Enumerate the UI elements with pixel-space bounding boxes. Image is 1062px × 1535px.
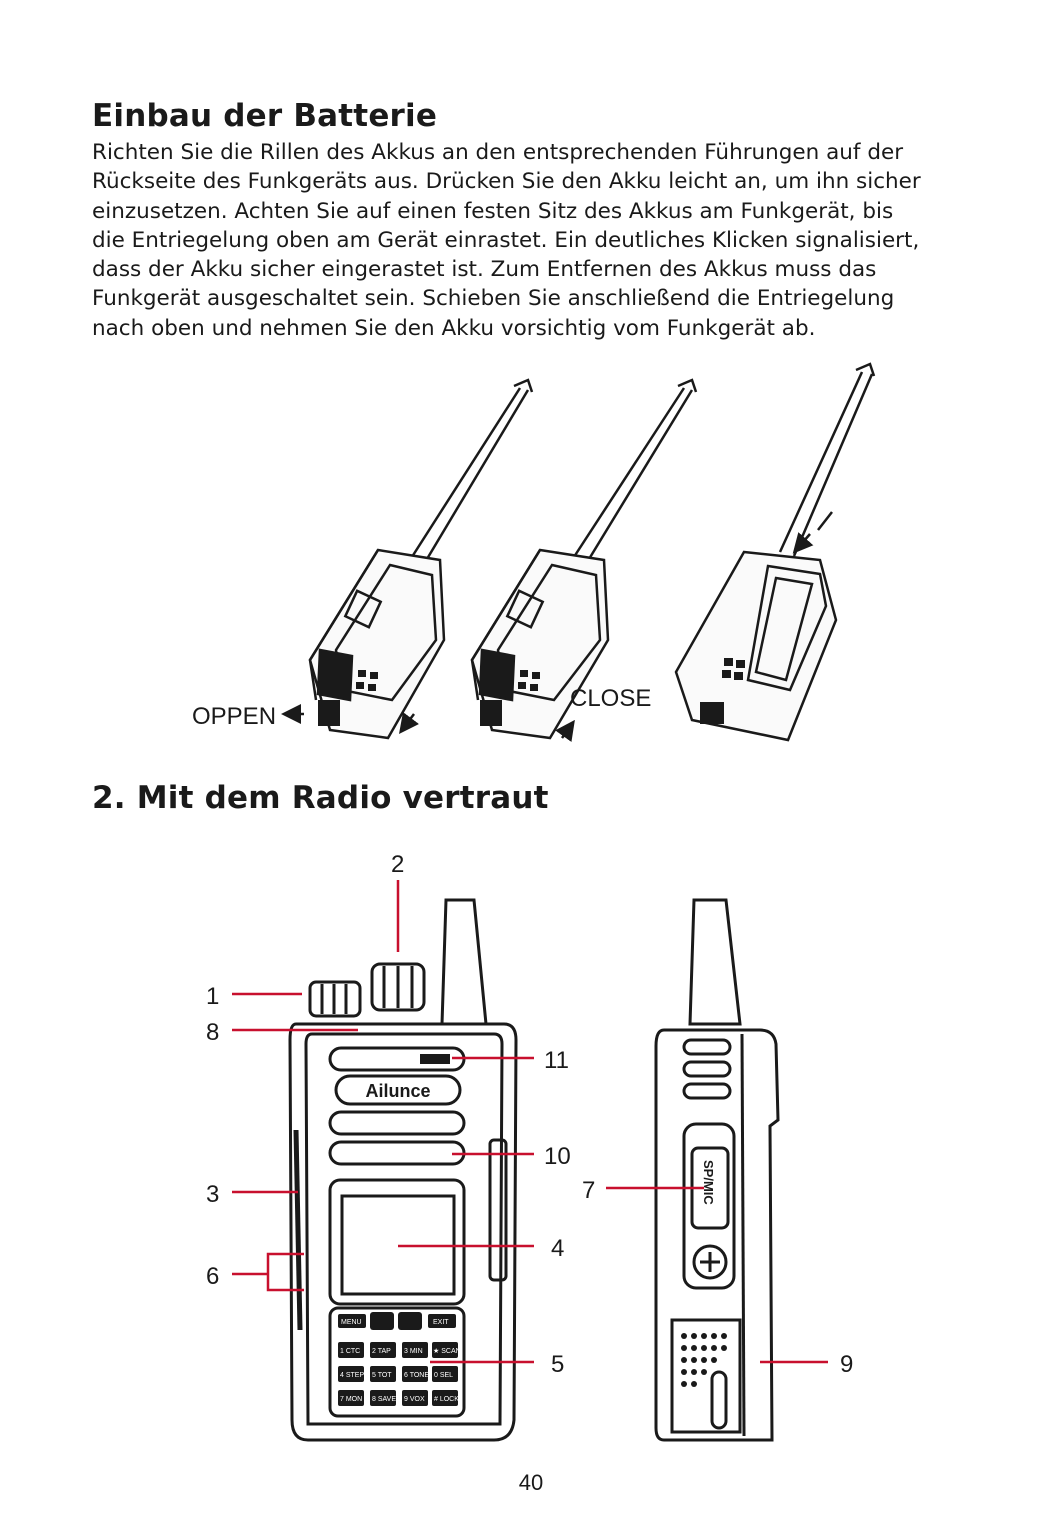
callout-lines <box>232 880 828 1364</box>
key-4: 4 STEP <box>340 1372 364 1379</box>
radio-close-illustration <box>470 378 698 740</box>
radio-front <box>288 898 518 1442</box>
callout-7: 7 <box>582 1177 595 1204</box>
push-arrow <box>399 712 419 734</box>
callout-numbers: 1 2 3 4 5 6 7 8 9 10 11 <box>206 851 853 1378</box>
screw-arrow <box>792 532 814 554</box>
paragraph-line: einzusetzen. Achten Sie auf einen festen… <box>92 198 894 224</box>
section-title-battery: Einbau der Batterie <box>92 98 438 134</box>
callout-6: 6 <box>206 1263 219 1290</box>
paragraph-line: die Entriegelung oben am Gerät einrastet… <box>92 227 920 253</box>
paragraph-line: nach oben und nehmen Sie den Akku vorsic… <box>92 315 816 341</box>
key-star: ★ SCAN <box>433 1347 461 1355</box>
open-label: OPPEN <box>192 703 276 730</box>
callout-4: 4 <box>551 1235 564 1262</box>
callout-9: 9 <box>840 1351 853 1378</box>
brand-logo: Ailunce <box>365 1081 430 1101</box>
callout-11: 11 <box>544 1047 569 1074</box>
paragraph-line: Funkgerät ausgeschaltet sein. Schieben S… <box>92 286 895 312</box>
close-arrow <box>555 719 575 743</box>
paragraph-line: Rückseite des Funkgeräts aus. Drücken Si… <box>92 169 921 195</box>
radio-side <box>654 898 780 1442</box>
key-3: 3 MIN <box>404 1348 423 1355</box>
page-number: 40 <box>518 1470 544 1495</box>
paragraph-line: Richten Sie die Rillen des Akkus an den … <box>92 140 904 165</box>
key-5: 5 TOT <box>372 1372 392 1379</box>
sp-mic-label: SP/MIC <box>701 1160 716 1205</box>
callout-2: 2 <box>391 851 404 878</box>
key-7: 7 MON <box>340 1396 362 1403</box>
callout-1: 1 <box>206 983 219 1010</box>
callout-3: 3 <box>206 1181 219 1208</box>
menu-key: MENU <box>341 1319 362 1326</box>
exit-key: EXIT <box>433 1319 449 1326</box>
key-0: 0 SEL <box>434 1372 453 1379</box>
key-8: 8 SAVE <box>372 1396 396 1403</box>
battery-instructions: Richten Sie die Rillen des Akkus an den … <box>92 138 982 343</box>
callout-8: 8 <box>206 1019 219 1046</box>
keypad: MENU EXIT 1 CTC 2 TAP 3 MIN ★ SCAN 4 STE… <box>340 1319 461 1403</box>
radio-open-illustration <box>308 378 534 740</box>
radio-back-illustration <box>674 362 876 742</box>
key-9: 9 VOX <box>404 1396 425 1403</box>
close-label: CLOSE <box>570 685 651 712</box>
paragraph-line: dass der Akku sicher eingerastet ist. Zu… <box>92 257 877 283</box>
section-title-radio: 2. Mit dem Radio vertraut <box>92 780 549 816</box>
key-1: 1 CTC <box>340 1348 360 1355</box>
key-hash: # LOCK <box>434 1396 459 1403</box>
callout-5: 5 <box>551 1351 564 1378</box>
key-2: 2 TAP <box>372 1348 391 1355</box>
callout-10: 10 <box>544 1143 571 1170</box>
battery-install-figure: OPPEN CLOSE <box>192 362 876 743</box>
key-6: 6 TONE <box>404 1372 429 1379</box>
